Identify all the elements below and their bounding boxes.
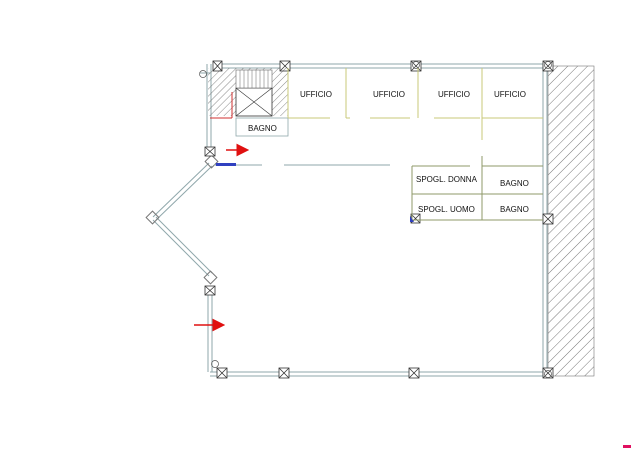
adjacent-building-hatched bbox=[547, 65, 595, 377]
column bbox=[410, 60, 422, 72]
structural-columns bbox=[204, 60, 554, 379]
door-marker bbox=[410, 216, 414, 222]
column bbox=[542, 213, 554, 225]
bathroom-women-label: BAGNO bbox=[500, 179, 529, 188]
office-partitions bbox=[287, 68, 543, 140]
column bbox=[542, 60, 554, 72]
bathroom-men-label: BAGNO bbox=[500, 205, 529, 214]
corner-circles bbox=[199, 61, 552, 378]
column bbox=[408, 367, 420, 379]
bathroom-stair-label: BAGNO bbox=[248, 124, 277, 133]
stair-core bbox=[208, 68, 288, 119]
office-label-3: UFFICIO bbox=[438, 90, 470, 99]
changing-men-label: SPOGL. UOMO bbox=[418, 205, 475, 214]
entrance-door bbox=[216, 163, 236, 166]
office-label-2: UFFICIO bbox=[373, 90, 405, 99]
corner-mark bbox=[623, 445, 631, 448]
column bbox=[216, 367, 228, 379]
office-label-1: UFFICIO bbox=[300, 90, 332, 99]
changing-rooms-block bbox=[411, 156, 543, 221]
column bbox=[204, 285, 216, 296]
column bbox=[278, 367, 290, 379]
column bbox=[542, 367, 554, 379]
bathroom-stair-room bbox=[235, 117, 289, 137]
angled-facade bbox=[145, 154, 219, 285]
changing-women-label: SPOGL. DONNA bbox=[416, 175, 478, 184]
column bbox=[204, 146, 216, 157]
office-label-4: UFFICIO bbox=[494, 90, 526, 99]
